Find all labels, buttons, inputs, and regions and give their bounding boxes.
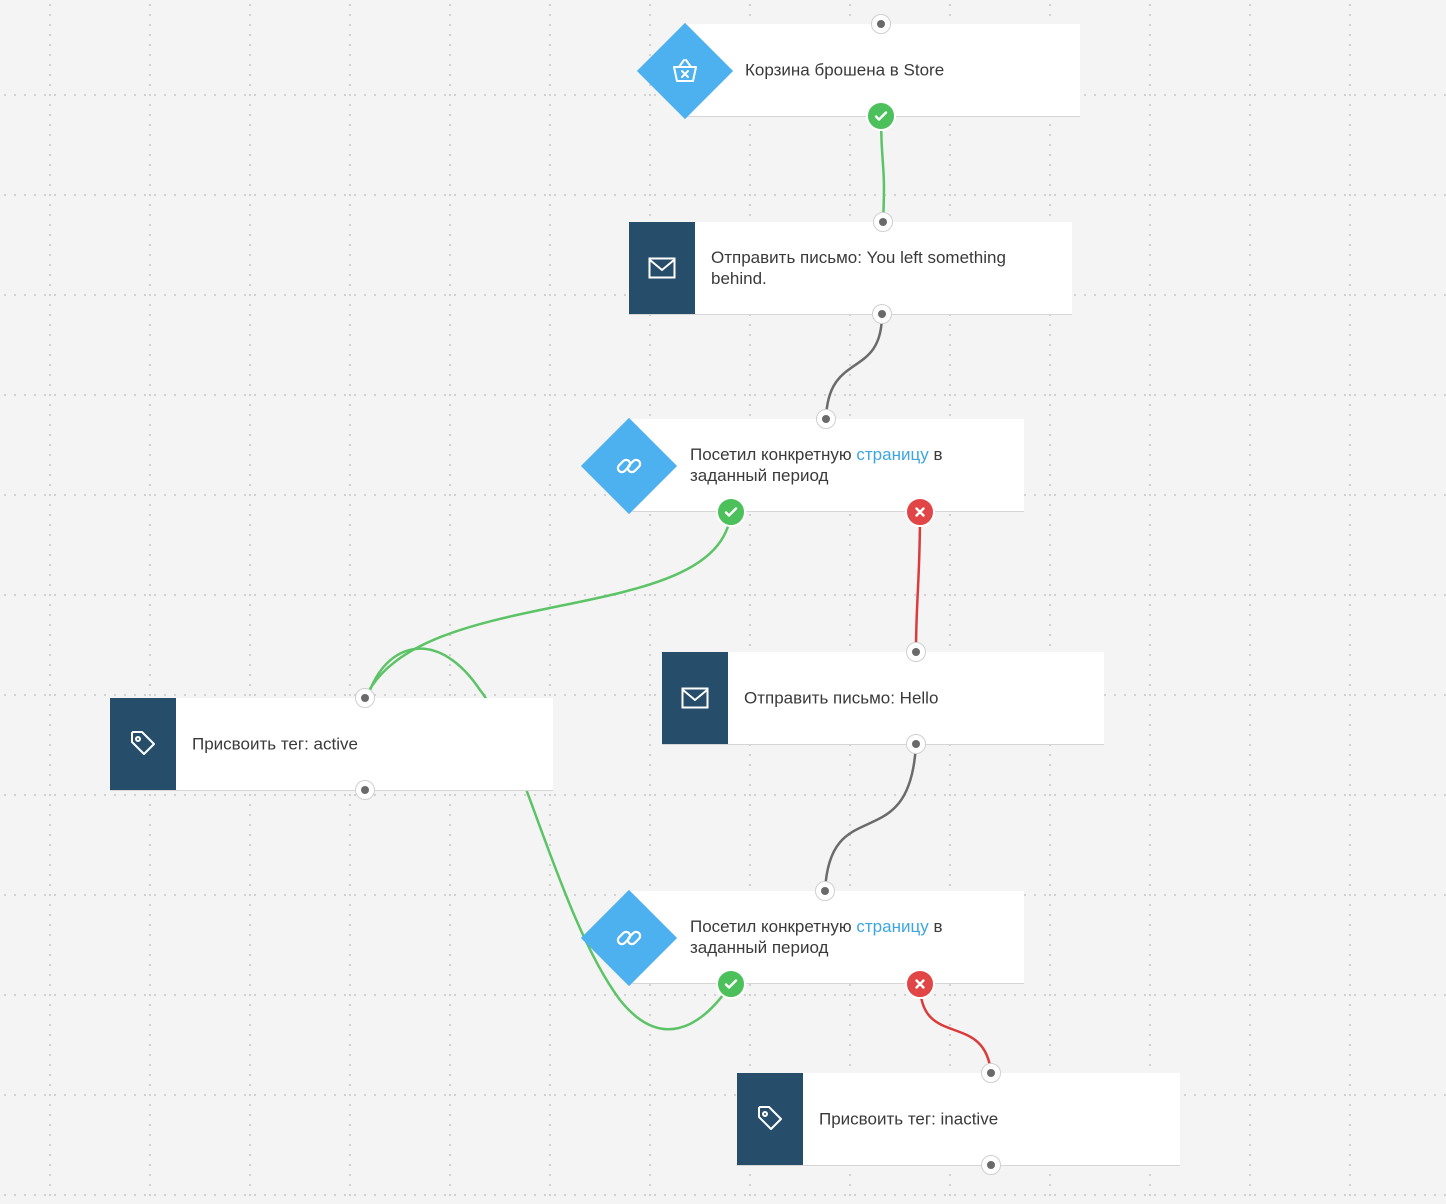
send-email-2-input-port[interactable] bbox=[906, 642, 926, 662]
visit-page-2-page-link[interactable]: страницу bbox=[856, 917, 929, 936]
send-email-1-label: Отправить письмо: You left something beh… bbox=[711, 248, 1006, 288]
connection-email1-to-visit1[interactable] bbox=[824, 313, 884, 420]
tag-inactive-node[interactable]: Присвоить тег: inactive bbox=[737, 1073, 1180, 1165]
visit-page-2-label-before: Посетил конкретную bbox=[690, 917, 857, 936]
tag-active-output-port[interactable] bbox=[355, 780, 375, 800]
connection-visit1-no-to-email2[interactable] bbox=[914, 511, 922, 653]
visit-page-1-label-before: Посетил конкретную bbox=[690, 445, 857, 464]
trigger-input-port[interactable] bbox=[871, 14, 891, 34]
connection-email2-to-visit2[interactable] bbox=[823, 743, 918, 892]
cross-icon bbox=[915, 507, 925, 517]
tag-icon bbox=[110, 698, 176, 790]
trigger-label: Корзина брошена в Store bbox=[745, 60, 945, 80]
visit-page-node-2[interactable]: Посетил конкретную страницу в заданный п… bbox=[628, 891, 1024, 983]
tag-inactive-label: Присвоить тег: inactive bbox=[819, 1109, 999, 1129]
send-email-2-output-port[interactable] bbox=[906, 734, 926, 754]
cross-icon bbox=[915, 979, 925, 989]
send-email-node-2[interactable]: Отправить письмо: Hello bbox=[662, 652, 1104, 744]
envelope-icon bbox=[629, 222, 695, 314]
envelope-icon bbox=[662, 652, 728, 744]
tag-active-input-port[interactable] bbox=[355, 688, 375, 708]
send-email-1-output-port[interactable] bbox=[872, 304, 892, 324]
visit-page-2-input-port[interactable] bbox=[815, 881, 835, 901]
visit-page-1-yes-port[interactable] bbox=[716, 497, 746, 527]
visit-page-2-yes-port[interactable] bbox=[716, 969, 746, 999]
check-icon bbox=[874, 111, 888, 121]
connection-visit2-no-to-tag-inactive[interactable] bbox=[918, 983, 993, 1074]
send-email-node-1[interactable]: Отправить письмо: You left something beh… bbox=[629, 222, 1072, 314]
visit-page-2-label: Посетил конкретную страницу в заданный п… bbox=[690, 916, 1000, 958]
visit-page-2-no-port[interactable] bbox=[905, 969, 935, 999]
visit-page-1-input-port[interactable] bbox=[816, 409, 836, 429]
tag-inactive-output-port[interactable] bbox=[981, 1155, 1001, 1175]
visit-page-1-no-port[interactable] bbox=[905, 497, 935, 527]
visit-page-node-1[interactable]: Посетил конкретную страницу в заданный п… bbox=[628, 419, 1024, 511]
connection-trigger-to-email1[interactable] bbox=[879, 115, 886, 223]
visit-page-1-page-link[interactable]: страницу bbox=[856, 445, 929, 464]
tag-icon bbox=[737, 1073, 803, 1165]
tag-inactive-input-port[interactable] bbox=[981, 1063, 1001, 1083]
tag-active-node[interactable]: Присвоить тег: active bbox=[110, 698, 553, 790]
send-email-1-input-port[interactable] bbox=[873, 212, 893, 232]
check-icon bbox=[724, 979, 738, 989]
send-email-2-label: Отправить письмо: Hello bbox=[744, 688, 939, 708]
visit-page-1-label: Посетил конкретную страницу в заданный п… bbox=[690, 444, 1000, 486]
trigger-yes-port[interactable] bbox=[866, 101, 896, 131]
check-icon bbox=[724, 507, 738, 517]
tag-active-label: Присвоить тег: active bbox=[192, 734, 358, 754]
